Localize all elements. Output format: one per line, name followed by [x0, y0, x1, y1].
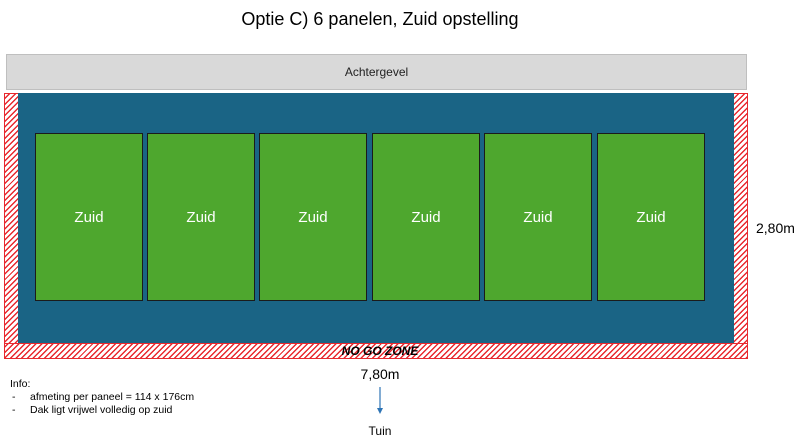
info-heading: Info:	[10, 378, 31, 390]
panel-label: Zuid	[74, 208, 104, 226]
panel-label: Zuid	[298, 208, 328, 226]
solar-panel: Zuid	[259, 133, 367, 301]
no-go-zone-bottom	[4, 343, 748, 359]
facade-bar: Achtergevel	[6, 54, 747, 90]
panel-label: Zuid	[186, 208, 216, 226]
arrow-down-icon	[377, 387, 383, 414]
info-list: - afmeting per paneel = 114 x 176cm - Dak …	[10, 391, 194, 417]
no-go-zone-label: NO GO ZONE	[341, 344, 419, 358]
bullet-dash: -	[12, 404, 16, 416]
width-dimension: 7,80m	[360, 366, 400, 382]
panel-label: Zuid	[636, 208, 666, 226]
panel-label: Zuid	[523, 208, 553, 226]
solar-panel: Zuid	[372, 133, 480, 301]
height-dimension: 2,80m	[756, 220, 795, 236]
solar-panel: Zuid	[147, 133, 255, 301]
solar-panel: Zuid	[597, 133, 705, 301]
garden-label: Tuin	[368, 424, 392, 438]
info-item: - afmeting per paneel = 114 x 176cm	[10, 391, 194, 404]
no-go-zone-right	[733, 93, 748, 359]
diagram-title: Optie C) 6 panelen, Zuid opstelling	[241, 9, 519, 29]
info-item: - Dak ligt vrijwel volledig op zuid	[10, 404, 194, 417]
bullet-dash: -	[12, 391, 16, 403]
no-go-zone-left	[4, 93, 19, 359]
solar-panel: Zuid	[484, 133, 592, 301]
facade-label: Achtergevel	[344, 65, 409, 79]
info-item-text: Dak ligt vrijwel volledig op zuid	[30, 404, 173, 416]
info-block: Info: - afmeting per paneel = 114 x 176cm…	[10, 378, 194, 417]
panel-label: Zuid	[411, 208, 441, 226]
info-item-text: afmeting per paneel = 114 x 176cm	[30, 391, 195, 403]
solar-panel: Zuid	[35, 133, 143, 301]
